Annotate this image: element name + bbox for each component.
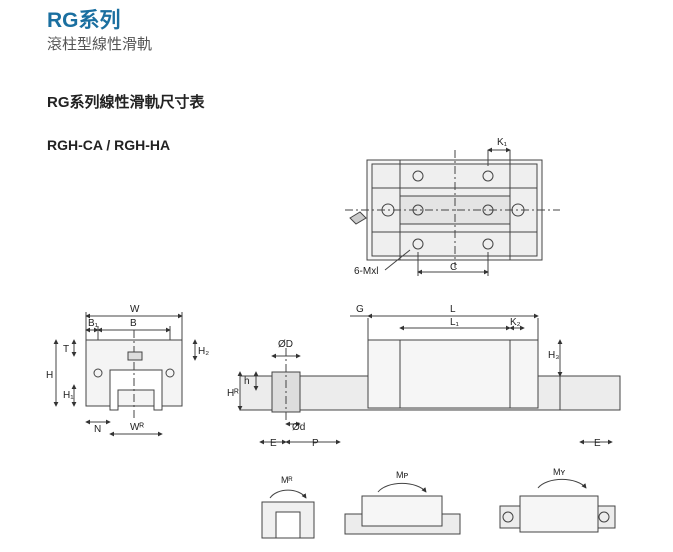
label-c: C [450,262,457,273]
label-h3: H₃ [548,350,559,361]
label-od: ØD [278,339,293,350]
label-g: G [356,304,364,315]
label-6-mxl: 6-Mxl [354,266,378,277]
label-l1: L₁ [450,317,460,328]
label-mp: Mᴘ [396,470,408,480]
label-k2: K₂ [510,317,521,328]
label-e: E [270,438,277,449]
label-hr: Hᴿ [227,388,239,399]
label-e2: E [594,438,601,449]
label-d: Ød [292,422,305,433]
label-h2: H₂ [198,346,209,357]
label-h1: H₁ [63,390,74,401]
end-view [53,312,198,437]
label-k1: K₁ [497,137,508,148]
label-h-small: h [244,376,250,387]
model-label: RGH-CA / RGH-HA [47,137,171,153]
label-l: L [450,304,456,315]
label-b: B [130,318,137,329]
label-p: P [312,438,319,449]
page-subtitle: 滾柱型線性滑軌 [47,36,153,53]
label-mr: Mᴿ [281,475,293,485]
label-wr: Wᴿ [130,422,144,433]
label-b1: B₁ [88,318,99,329]
label-w: W [130,304,140,315]
label-t: T [63,344,69,355]
label-h: H [46,370,53,381]
top-view [345,147,560,276]
side-view [237,313,621,445]
page-title: RG系列 [47,9,121,32]
moment-diagrams [261,478,616,539]
section-heading: RG系列線性滑軌尺寸表 [47,94,205,111]
label-n: N [94,424,101,435]
label-my: Mʏ [553,467,565,477]
